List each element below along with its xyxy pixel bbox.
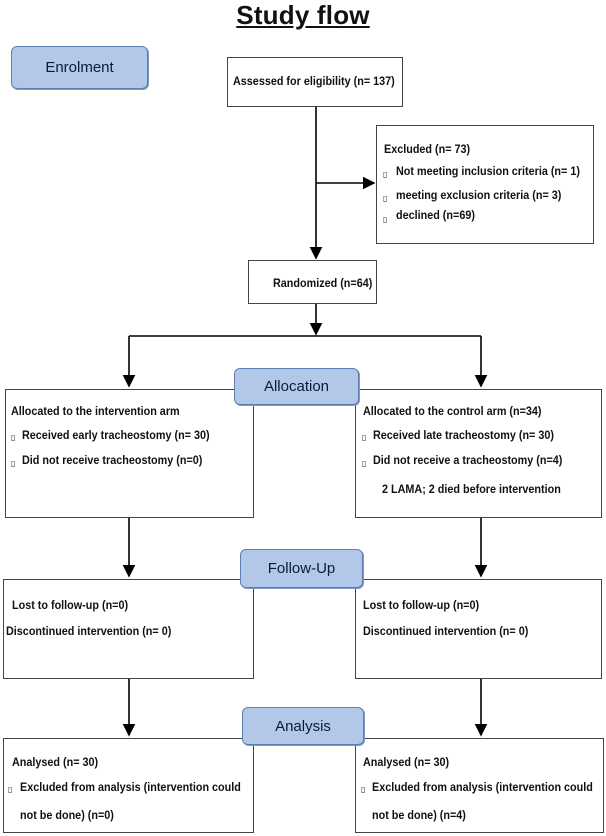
control-title: Allocated to the control arm (n=34) [363, 404, 542, 418]
control-note: 2 LAMA; 2 died before intervention [382, 482, 561, 496]
intervention-followup-discontinued: Discontinued intervention (n= 0) [6, 624, 172, 638]
intervention-analysed: Analysed (n= 30) [12, 755, 99, 769]
bullet-icon: ▯ [361, 785, 366, 794]
intervention-excluded-analysis-cont: not be done) (n=0) [20, 808, 114, 822]
control-followup-discontinued: Discontinued intervention (n= 0) [363, 624, 529, 638]
intervention-item: Received early tracheostomy (n= 30) [22, 428, 210, 442]
bullet-icon: ▯ [383, 215, 388, 224]
bullet-icon: ▯ [362, 459, 367, 468]
bullet-icon: ▯ [11, 459, 16, 468]
page-title: Study flow [236, 0, 370, 30]
intervention-excluded-analysis: Excluded from analysis (intervention cou… [20, 780, 241, 794]
stage-analysis: Analysis [242, 707, 364, 745]
control-item: Did not receive a tracheostomy (n=4) [373, 453, 563, 467]
stage-follow-up: Follow-Up [240, 549, 363, 588]
assessed-box: Assessed for eligibility (n= 137) [227, 57, 403, 107]
intervention-allocation-box: Allocated to the intervention arm ▯ Rece… [5, 389, 254, 518]
excluded-item: meeting exclusion criteria (n= 3) [396, 188, 562, 202]
bullet-icon: ▯ [8, 785, 13, 794]
excluded-item: declined (n=69) [396, 208, 475, 222]
excluded-title: Excluded (n= 73) [384, 142, 471, 156]
control-followup-box: Lost to follow-up (n=0) Discontinued int… [355, 579, 602, 679]
assessed-text: Assessed for eligibility (n= 137) [233, 74, 395, 88]
control-allocation-box: Allocated to the control arm (n=34) ▯ Re… [355, 389, 602, 518]
stage-allocation: Allocation [234, 368, 359, 405]
intervention-title: Allocated to the intervention arm [11, 404, 180, 418]
control-analysis-box: Analysed (n= 30) ▯ Excluded from analysi… [355, 738, 604, 833]
intervention-followup-box: Lost to follow-up (n=0) Discontinued int… [3, 579, 254, 679]
bullet-icon: ▯ [383, 170, 388, 179]
excluded-box: Excluded (n= 73) ▯ Not meeting inclusion… [376, 125, 594, 244]
bullet-icon: ▯ [383, 194, 388, 203]
randomized-box: Randomized (n=64) [248, 260, 377, 304]
control-analysed: Analysed (n= 30) [363, 755, 450, 769]
intervention-followup-lost: Lost to follow-up (n=0) [12, 598, 129, 612]
control-followup-lost: Lost to follow-up (n=0) [363, 598, 480, 612]
control-excluded-analysis-cont: not be done) (n=4) [372, 808, 466, 822]
randomized-text: Randomized (n=64) [273, 276, 373, 290]
bullet-icon: ▯ [11, 433, 16, 442]
control-item: Received late tracheostomy (n= 30) [373, 428, 554, 442]
stage-enrolment: Enrolment [11, 46, 148, 89]
control-excluded-analysis: Excluded from analysis (intervention cou… [372, 780, 593, 794]
intervention-analysis-box: Analysed (n= 30) ▯ Excluded from analysi… [3, 738, 254, 833]
intervention-item: Did not receive tracheostomy (n=0) [22, 453, 203, 467]
excluded-item: Not meeting inclusion criteria (n= 1) [396, 164, 580, 178]
bullet-icon: ▯ [362, 433, 367, 442]
